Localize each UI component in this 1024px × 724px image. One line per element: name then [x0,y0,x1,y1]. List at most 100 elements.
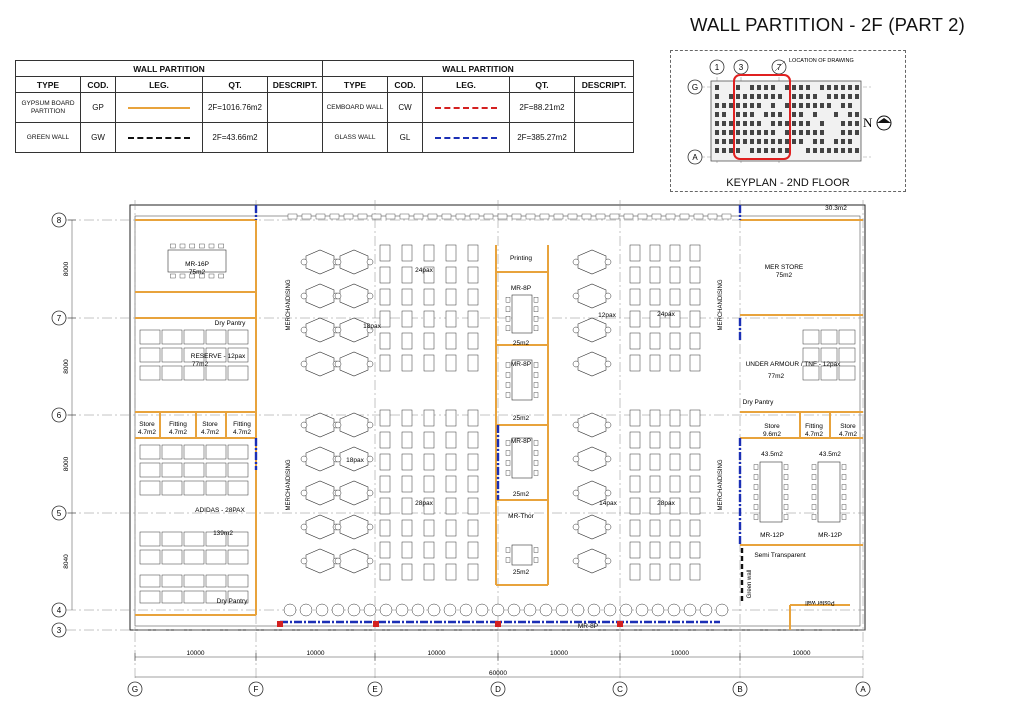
planter [300,604,312,616]
desk [402,454,412,470]
room-label-pax12: 12pax [598,312,616,319]
dim-label: 10000 [427,650,445,657]
planter [716,604,728,616]
desk [162,348,182,362]
room-label-store2-area: 4.7m2 [201,429,219,436]
chair [219,244,224,248]
desk [184,445,204,459]
room-label-mr8b: MR-8P [511,361,531,368]
desk [380,520,390,536]
desk [402,432,412,448]
room-label-store4-area: 4.7m2 [839,431,857,438]
chair [301,361,307,367]
room-label-fitting3-area: 4.7m2 [805,431,823,438]
grid-bubble-label: G [132,685,138,694]
room-label-mr-thor-area: 25m2 [513,569,530,576]
chair [301,558,307,564]
window-bench [652,214,661,219]
planter [348,604,360,616]
chair [506,307,510,312]
chair [335,259,341,265]
desk [380,333,390,349]
desk [690,289,700,305]
desk [821,330,837,344]
chair [367,422,373,428]
desk [630,311,640,327]
workstation-pod [306,284,334,308]
desk [446,564,456,580]
planter [524,604,536,616]
desk [206,463,226,477]
dim-label: 10000 [792,650,810,657]
room-label-mr8a: MR-8P [511,285,531,292]
desk [690,245,700,261]
chair [534,383,538,388]
desk [402,410,412,426]
room-label-fitting1-area: 4.7m2 [169,429,187,436]
desk [670,564,680,580]
desk [630,245,640,261]
chair [573,293,579,299]
desk [690,355,700,371]
desk [468,454,478,470]
desk [690,542,700,558]
chair [335,524,341,530]
desk [803,330,819,344]
desk [650,454,660,470]
chair [190,244,195,248]
chair [534,307,538,312]
room-label-fitting3: Fitting [805,423,823,430]
desk [402,476,412,492]
grid-bubble-row-5: 5 [52,506,66,520]
desk [206,330,226,344]
desk [380,454,390,470]
workstation-pod [306,447,334,471]
chair [784,515,788,520]
desk [184,532,204,546]
desk [424,289,434,305]
dim-label: 8000 [63,261,70,276]
desk [162,532,182,546]
chair [605,524,611,530]
planter [588,604,600,616]
room-label-mr8c-area: 25m2 [513,491,530,498]
chair [170,244,175,248]
planter [284,604,296,616]
desk [690,564,700,580]
desk [670,289,680,305]
desk [140,463,160,477]
desk [468,476,478,492]
desk [424,355,434,371]
desk [690,498,700,514]
workstation-pod [340,515,368,539]
conference-table [512,295,532,333]
desk [468,289,478,305]
desk [446,333,456,349]
desk [446,476,456,492]
workstation-pod [578,447,606,471]
desk [690,476,700,492]
chair [605,361,611,367]
window-bench [722,214,731,219]
chair [367,293,373,299]
desk [424,564,434,580]
desk [446,289,456,305]
desk [424,245,434,261]
desk [670,454,680,470]
chair [784,465,788,470]
chair [573,327,579,333]
desk [446,454,456,470]
chair [812,495,816,500]
chair [506,558,510,563]
grid-bubble-label: A [860,685,866,694]
desk [206,481,226,495]
grid-bubble-label: 4 [57,606,62,615]
desk [402,289,412,305]
grid-bubble-label: B [737,685,742,694]
grid-bubble-col-G: G [128,682,142,696]
chair [605,259,611,265]
room-label-mr8c: MR-8P [511,438,531,445]
desk [839,348,855,362]
desk [446,311,456,327]
desk [184,330,204,344]
